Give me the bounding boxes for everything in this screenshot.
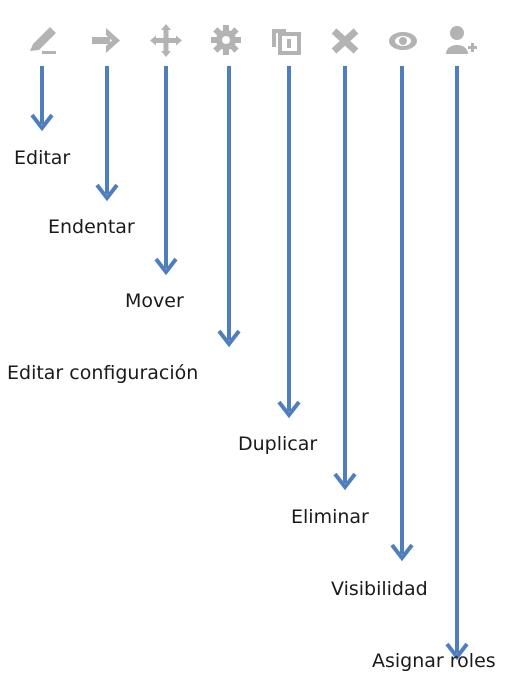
move-icon[interactable] xyxy=(146,20,186,60)
label-editar-configuracion: Editar configuración xyxy=(7,362,199,384)
arrow-editar xyxy=(30,66,54,132)
arrow-mover xyxy=(154,66,178,276)
arrow-endentar xyxy=(95,66,119,202)
edit-icon[interactable] xyxy=(24,20,64,60)
gear-icon[interactable] xyxy=(206,20,246,60)
arrow-editar-configuracion xyxy=(217,66,241,348)
indent-icon[interactable] xyxy=(86,20,126,60)
label-mover: Mover xyxy=(125,290,184,312)
arrow-asignar-roles xyxy=(445,66,469,661)
delete-icon[interactable] xyxy=(325,20,365,60)
label-asignar-roles: Asignar roles xyxy=(372,650,496,672)
arrow-eliminar xyxy=(333,66,357,491)
label-visibilidad: Visibilidad xyxy=(331,578,428,600)
arrow-visibilidad xyxy=(390,66,414,562)
assign-roles-icon[interactable] xyxy=(440,20,480,60)
label-endentar: Endentar xyxy=(48,216,135,238)
label-duplicar: Duplicar xyxy=(238,433,318,455)
arrow-duplicar xyxy=(277,66,301,419)
label-eliminar: Eliminar xyxy=(291,506,369,528)
eye-icon[interactable] xyxy=(383,20,423,60)
duplicate-icon[interactable] xyxy=(266,20,306,60)
label-editar: Editar xyxy=(14,147,71,169)
